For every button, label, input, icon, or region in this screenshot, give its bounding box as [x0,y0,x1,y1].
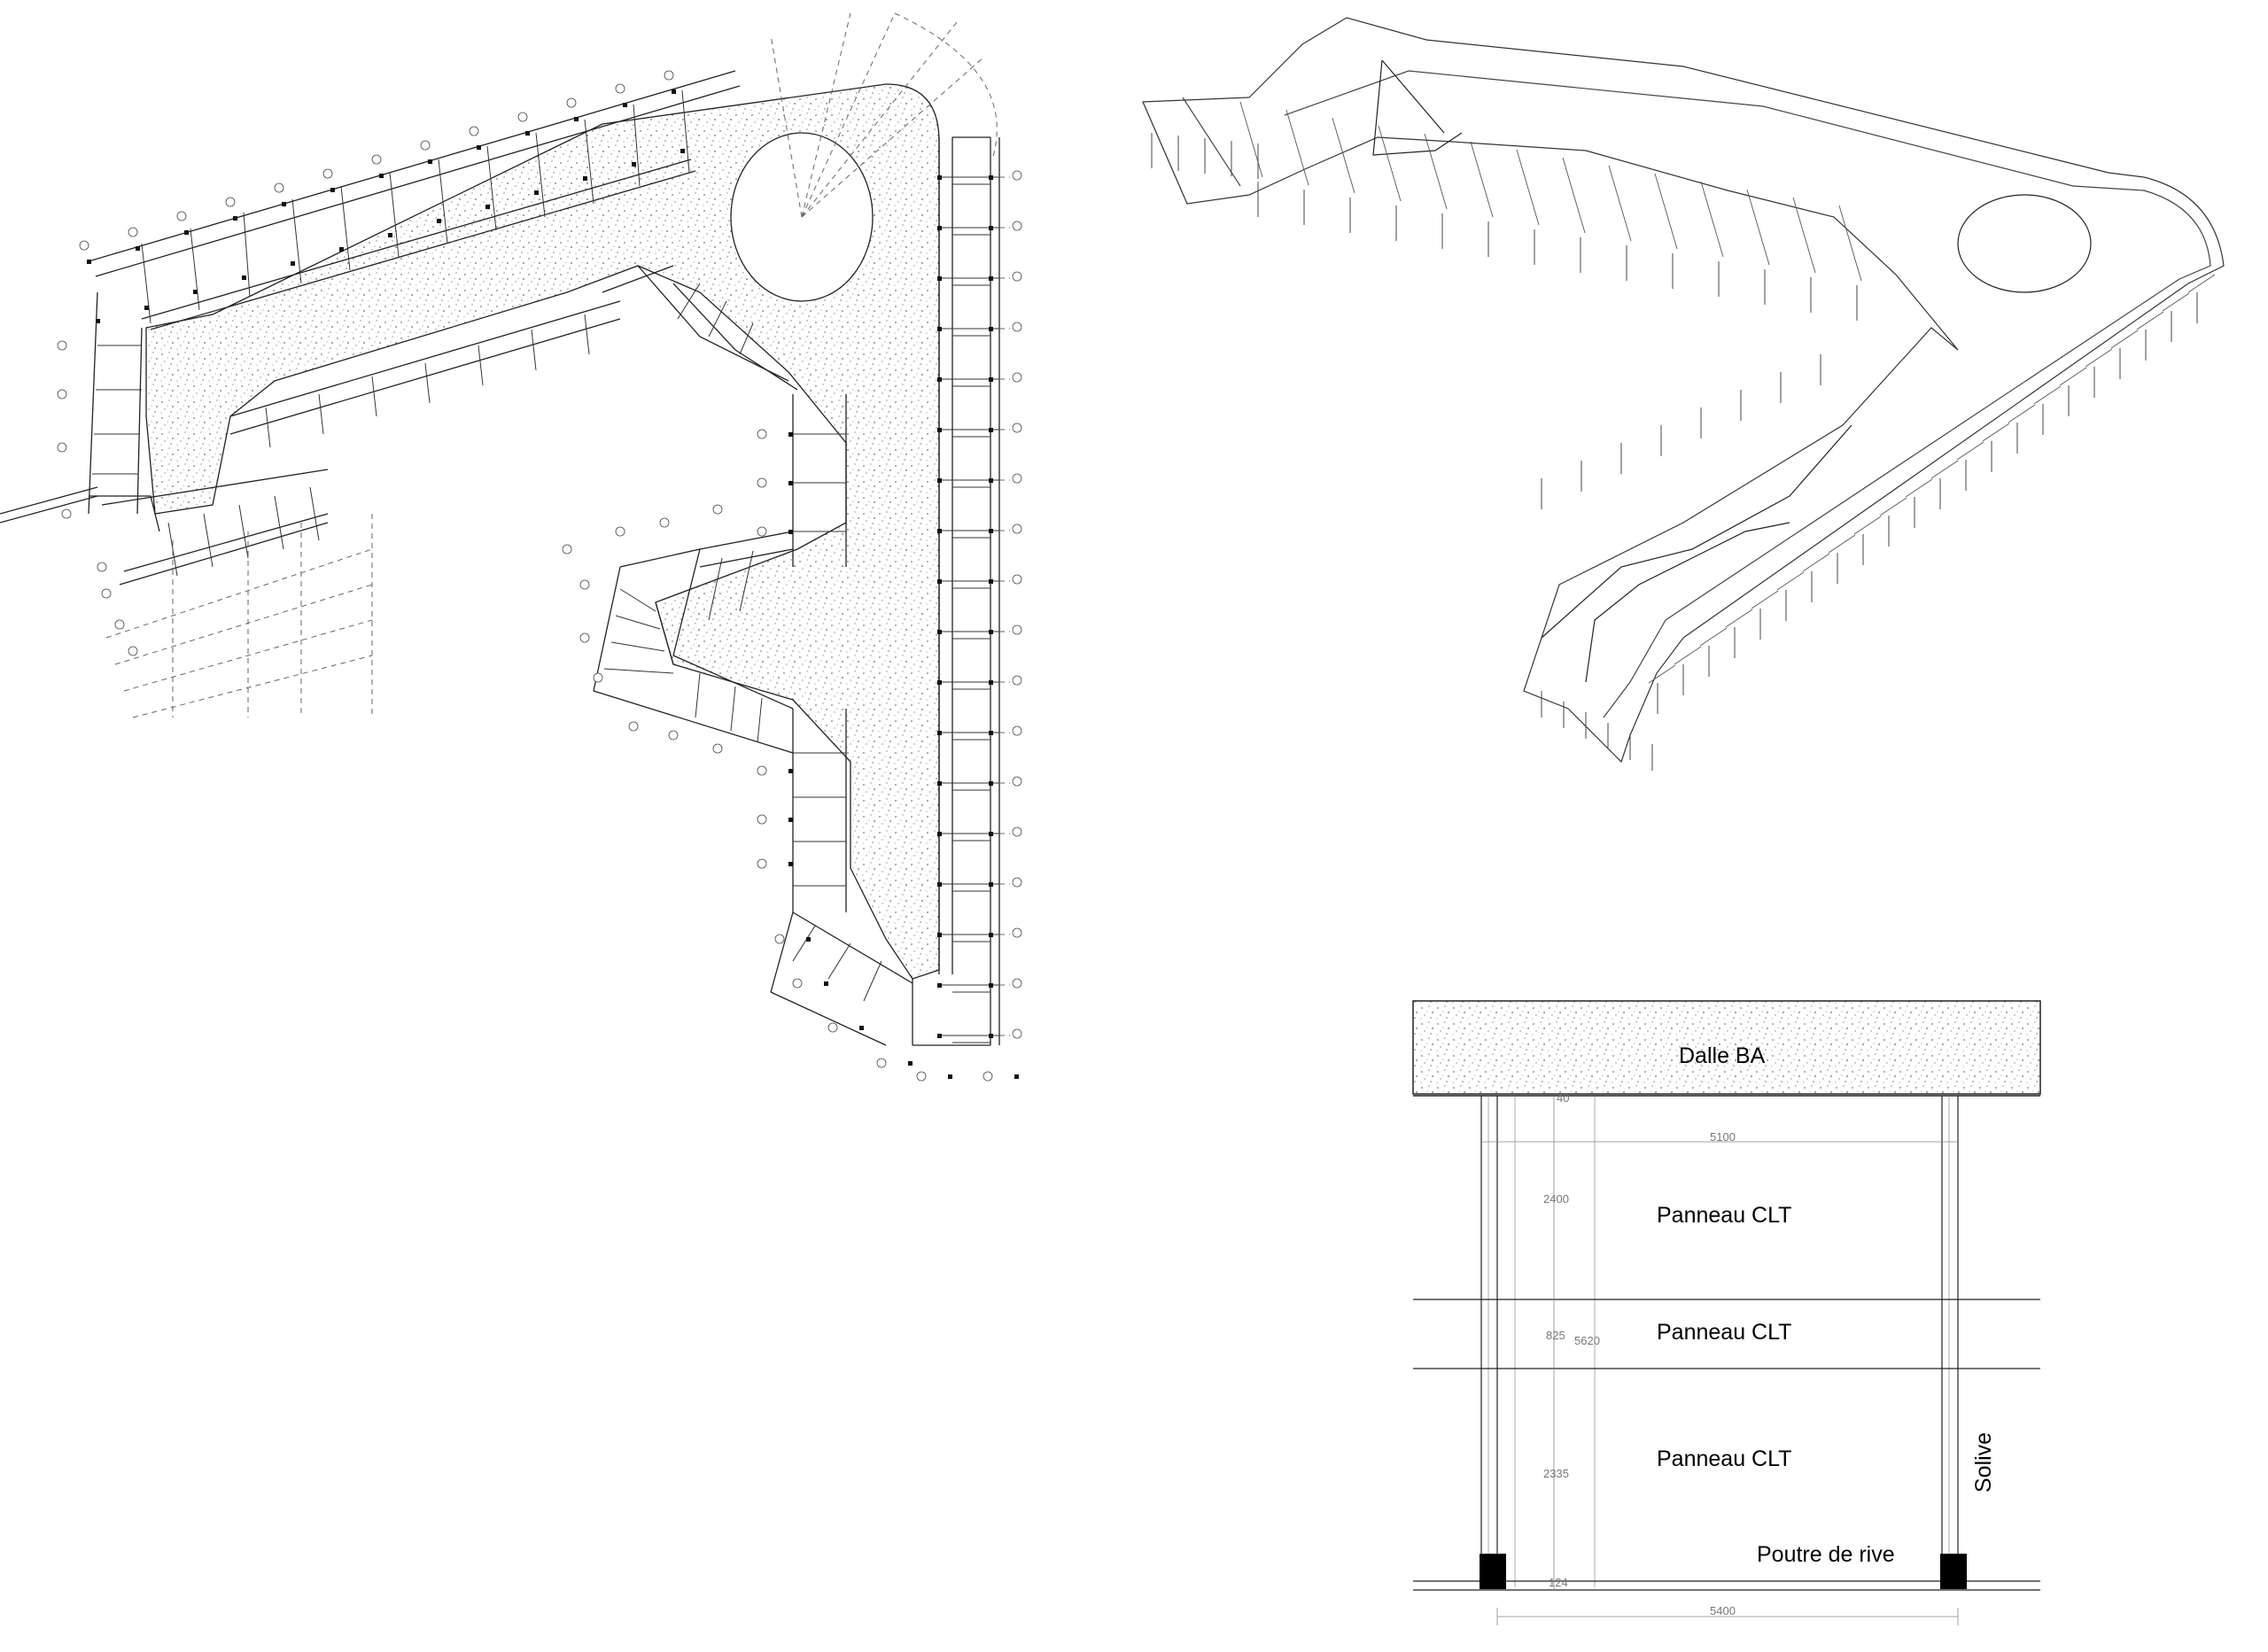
panel-label-3: Panneau CLT [1657,1446,1791,1471]
floor-plan [0,12,1022,1082]
panel-label-1: Panneau CLT [1657,1203,1791,1228]
joist-label: Solive [1971,1432,1996,1493]
dim-total: 5620 [1574,1334,1600,1347]
slab-label: Dalle BA [1679,1043,1766,1068]
dim-panel3: 2335 [1543,1467,1569,1480]
dim-panel1: 2400 [1543,1192,1569,1206]
dim-top-small: 40 [1557,1091,1569,1105]
dim-bottom-small: 124 [1549,1576,1568,1589]
concrete-slab [1412,1000,2041,1095]
oval-opening-axo [1957,194,2092,293]
dim-panel2: 825 [1546,1329,1565,1342]
axonometric-view [1142,17,2225,771]
edge-beam-label: Poutre de rive [1757,1542,1895,1567]
edge-beam-left [1480,1554,1506,1589]
dim-top-width: 5100 [1710,1130,1736,1144]
section-detail: 5100 5400 2400 825 5620 2335 40 124 Dall… [1412,1000,2041,1625]
slab-hatch [145,83,940,980]
edge-beam-right [1940,1554,1967,1589]
dim-bottom-width: 5400 [1710,1604,1736,1617]
panel-label-2: Panneau CLT [1657,1320,1791,1345]
